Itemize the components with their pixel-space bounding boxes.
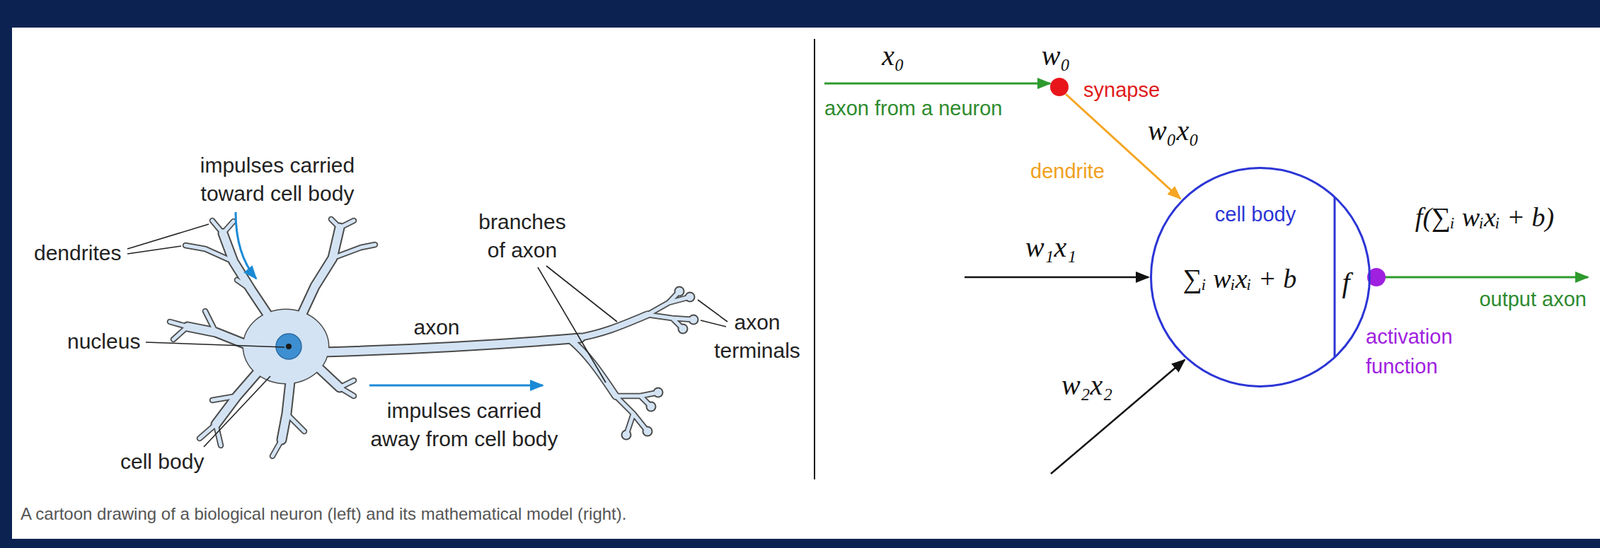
activation-divider bbox=[1333, 197, 1337, 358]
input-symbol: x₀ bbox=[881, 38, 905, 74]
part-label: synapse bbox=[1083, 77, 1160, 103]
part-label: nucleus bbox=[67, 328, 141, 356]
process-label: impulses carried toward cell body bbox=[185, 151, 370, 209]
part-label: branches of axon bbox=[469, 208, 576, 265]
weighted-input: w₁x₁ bbox=[1025, 229, 1077, 266]
figure-caption: A cartoon drawing of a biological neuron… bbox=[20, 503, 627, 526]
weighted-sum: ∑ᵢ wᵢxᵢ + b bbox=[1183, 261, 1297, 296]
cell-body-outline bbox=[1151, 168, 1371, 388]
divider-line bbox=[813, 38, 816, 480]
neuron-outline bbox=[169, 219, 700, 457]
part-label: dendrites bbox=[33, 239, 122, 267]
frame-left bbox=[0, 0, 13, 548]
part-label: axon from a neuron bbox=[824, 95, 1003, 122]
neuron-fill bbox=[169, 219, 698, 457]
output-formula: f(∑ᵢ wᵢxᵢ + b) bbox=[1415, 200, 1555, 235]
part-label: axon terminals bbox=[704, 308, 811, 366]
weight-symbol: w₀ bbox=[1041, 38, 1071, 74]
part-label: output axon bbox=[1478, 286, 1587, 313]
nucleus-dot bbox=[285, 343, 292, 350]
activation-symbol: f bbox=[1341, 265, 1350, 301]
part-label: cell body bbox=[120, 448, 204, 476]
part-label: activation function bbox=[1365, 321, 1465, 382]
impulse-arrows bbox=[235, 212, 543, 386]
cell-body-circle: cell body ∑ᵢ wᵢxᵢ + b f bbox=[1149, 167, 1371, 388]
weighted-input: w₀x₀ bbox=[1147, 113, 1199, 149]
node-heading: cell body bbox=[1215, 201, 1296, 228]
weighted-input: w₂x₂ bbox=[1061, 367, 1113, 404]
frame-top bbox=[0, 0, 1600, 28]
part-label: axon bbox=[413, 314, 460, 342]
frame-bottom bbox=[0, 539, 1600, 548]
model-arrows bbox=[824, 83, 1588, 475]
synapse-dot bbox=[1050, 77, 1069, 97]
part-label: dendrite bbox=[1030, 158, 1105, 184]
process-label: impulses carried away from cell body bbox=[360, 396, 569, 454]
